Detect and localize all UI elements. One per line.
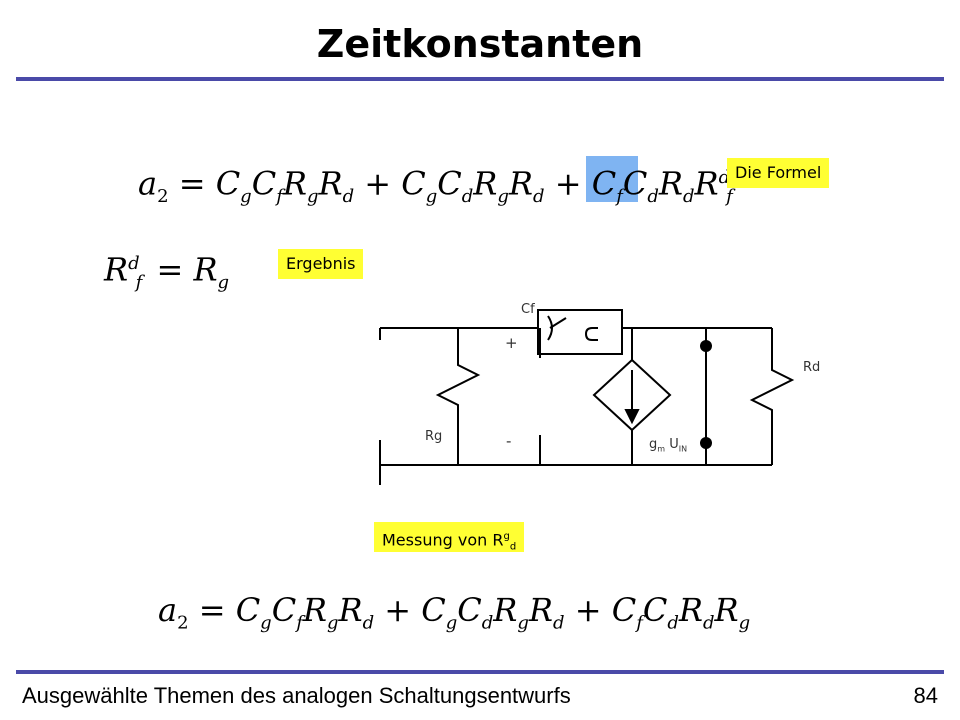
footer-rule — [16, 670, 944, 674]
node-dot-bottom — [700, 437, 712, 449]
capacitor-cf-box — [537, 309, 623, 355]
resistor-rd — [749, 328, 795, 465]
label-die-formel: Die Formel — [727, 158, 830, 188]
equation-a2-full: a2 = CgCfRgRd + CgCdRgRd + CfCdRdRdf — [138, 164, 733, 208]
capacitor-symbol-c — [584, 327, 598, 341]
label-gm-uin: gm UIN — [649, 437, 688, 454]
footer-course-title: Ausgewählte Themen des analogen Schaltun… — [22, 683, 571, 708]
page-title: Zeitkonstanten — [316, 22, 644, 66]
page-number: 84 — [913, 683, 938, 708]
highlighted-term-background — [586, 156, 638, 202]
label-minus: - — [506, 432, 512, 450]
label-rd: Rd — [803, 360, 821, 375]
resistor-rg — [435, 328, 481, 465]
circuit-diagram — [379, 309, 795, 485]
capacitor-curve — [547, 315, 553, 341]
equation-a2-result: a2 = CgCfRgRd + CgCdRgRd + CfCdRdRg — [158, 591, 751, 634]
current-source-arrow-head — [624, 409, 640, 425]
label-ergebnis: Ergebnis — [278, 249, 364, 279]
label-plus: + — [505, 334, 518, 352]
node-dot-top — [700, 340, 712, 352]
label-messung: Messung von Rgd — [374, 522, 525, 553]
label-cf: Cf — [521, 302, 535, 317]
title-rule — [16, 77, 944, 81]
label-rg: Rg — [425, 429, 443, 444]
capacitor-line — [549, 317, 567, 329]
equation-rdf-equals-rg: Rdf = Rg — [104, 250, 230, 294]
